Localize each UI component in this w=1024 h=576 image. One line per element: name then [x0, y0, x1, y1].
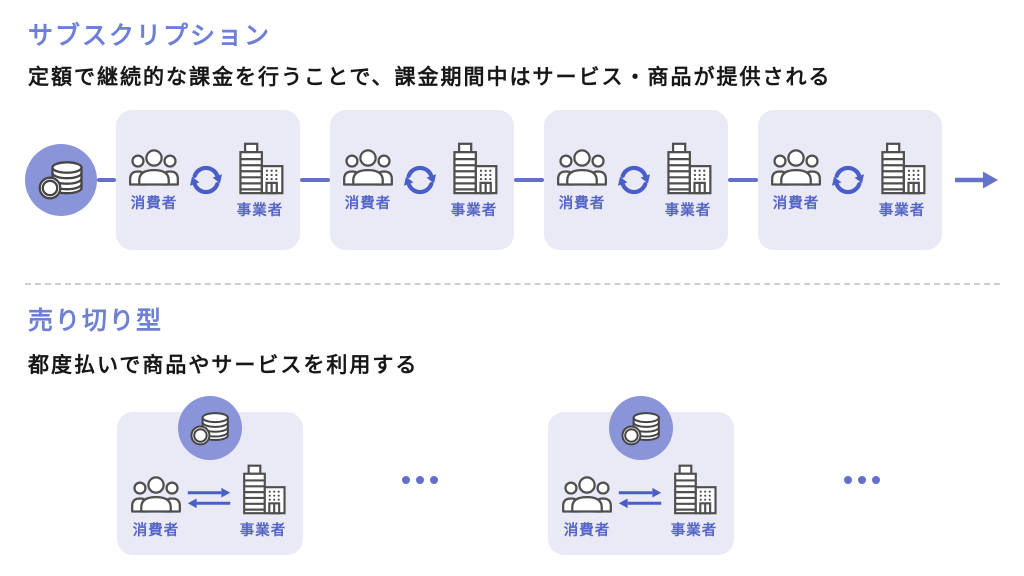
two-way-arrows-icon — [617, 486, 663, 510]
subscription-cycle-box-3: 消費者 事業者 — [544, 110, 728, 250]
consumer-group: 消費者 — [556, 148, 608, 213]
consumer-label: 消費者 — [344, 195, 392, 212]
consumer-label: 消費者 — [563, 523, 611, 539]
dot — [844, 476, 852, 484]
business-label: 事業者 — [236, 202, 284, 219]
connector-line — [300, 177, 330, 183]
connector-line — [728, 177, 758, 183]
refresh-cycle-icon — [402, 162, 438, 198]
subscription-cycle-box-4: 消費者 事業者 — [758, 110, 942, 250]
one-time-title: 売り切り型 — [28, 307, 164, 335]
coin-stack-icon — [25, 144, 97, 216]
consumer-group: 消費者 — [342, 148, 394, 213]
business-group: 事業者 — [874, 141, 930, 220]
ellipsis-dots — [402, 476, 438, 484]
one-time-box-2: 消費者 事業者 — [548, 396, 734, 555]
business-label: 事業者 — [878, 202, 926, 219]
building-icon — [667, 142, 712, 194]
ellipsis-dots — [844, 476, 880, 484]
business-group: 事業者 — [446, 141, 502, 220]
business-group: 事業者 — [232, 141, 288, 220]
subscription-cycle-box-2: 消費者 事業者 — [330, 110, 514, 250]
subscription-flow: 消費者 事業者 消費者 事業者 消費者 — [25, 110, 999, 250]
consumer-label: 消費者 — [130, 195, 178, 212]
business-label: 事業者 — [450, 202, 498, 219]
dot — [872, 476, 880, 484]
people-icon — [343, 148, 393, 186]
consumer-group: 消費者 — [130, 475, 182, 540]
building-icon — [674, 464, 717, 515]
two-way-arrows-icon — [186, 486, 232, 510]
subscription-title: サブスクリプション — [28, 22, 272, 50]
dot — [430, 476, 438, 484]
dot — [416, 476, 424, 484]
business-group: 事業者 — [236, 463, 290, 540]
consumer-label: 消費者 — [558, 195, 606, 212]
building-icon — [453, 142, 498, 194]
building-icon — [881, 142, 926, 194]
people-icon — [557, 148, 607, 186]
refresh-cycle-icon — [188, 162, 224, 198]
one-time-exchange-row: 消費者 事業者 — [130, 463, 290, 540]
people-icon — [562, 476, 612, 513]
business-label: 事業者 — [664, 202, 712, 219]
connector-line — [514, 177, 544, 183]
business-label: 事業者 — [239, 523, 287, 539]
dot — [402, 476, 410, 484]
building-icon — [239, 142, 284, 194]
one-time-exchange-row: 消費者 事業者 — [561, 463, 721, 540]
consumer-group: 消費者 — [770, 148, 822, 213]
section-divider — [25, 283, 1000, 285]
consumer-group: 消費者 — [128, 148, 180, 213]
dot — [858, 476, 866, 484]
coin-stack-icon — [609, 396, 673, 460]
refresh-cycle-icon — [830, 162, 866, 198]
subscription-cycle-box-1: 消費者 事業者 — [116, 110, 300, 250]
one-time-box-1: 消費者 事業者 — [117, 396, 303, 555]
building-icon — [243, 464, 286, 515]
consumer-group: 消費者 — [561, 475, 613, 540]
connector-line — [97, 177, 116, 183]
consumer-label: 消費者 — [132, 523, 180, 539]
people-icon — [131, 476, 181, 513]
business-group: 事業者 — [660, 141, 716, 220]
business-group: 事業者 — [667, 463, 721, 540]
one-time-description: 都度払いで商品やサービスを利用する — [28, 354, 419, 377]
business-label: 事業者 — [670, 523, 718, 539]
people-icon — [771, 148, 821, 186]
refresh-cycle-icon — [616, 162, 652, 198]
coin-stack-icon — [178, 396, 242, 460]
people-icon — [129, 148, 179, 186]
right-arrow-icon — [955, 168, 999, 192]
consumer-label: 消費者 — [772, 195, 820, 212]
subscription-description: 定額で継続的な課金を行うことで、課金期間中はサービス・商品が提供される — [28, 66, 832, 89]
